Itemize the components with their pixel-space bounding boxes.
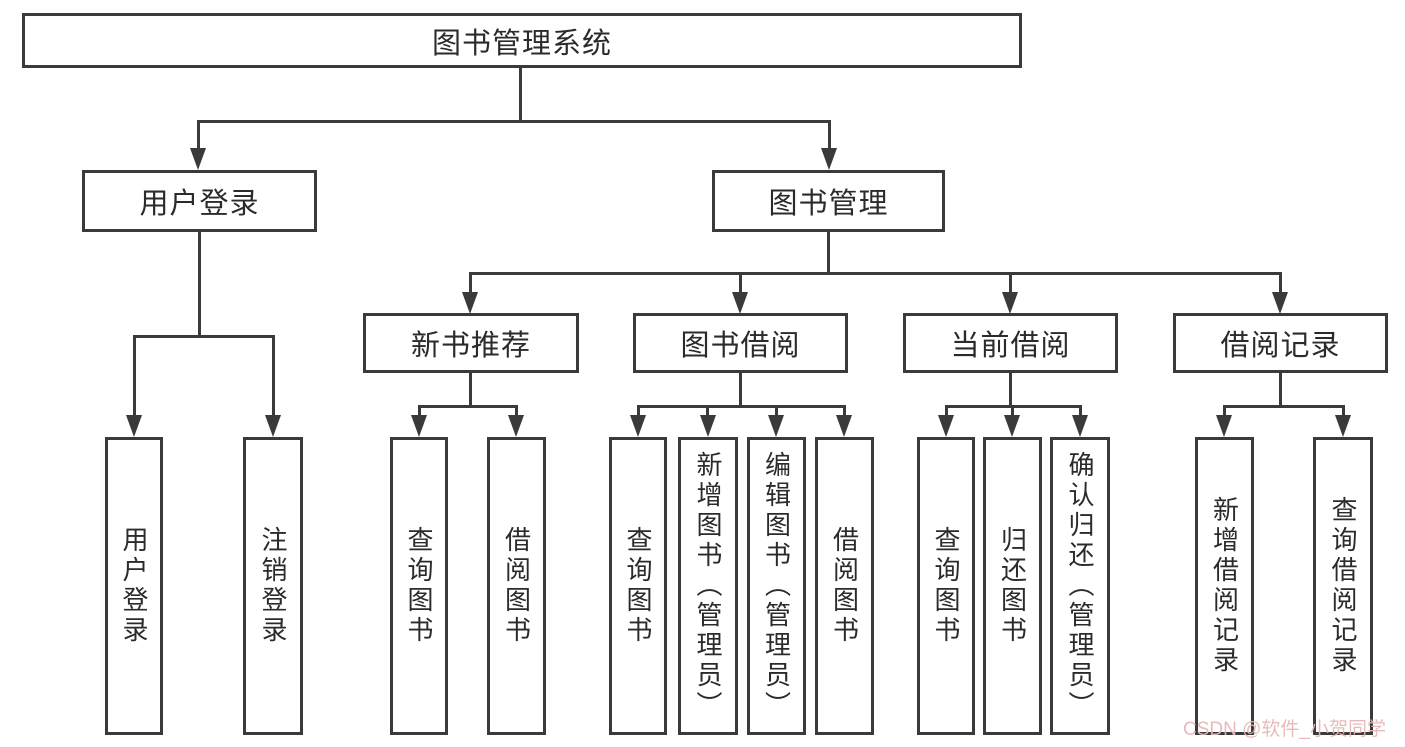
connector-book-management-stem xyxy=(827,232,830,275)
connector-drop xyxy=(1279,272,1282,296)
node-leaf-borrow-add-books-admin: 新增图书（管理员） xyxy=(678,437,738,735)
arrow-down-icon xyxy=(508,415,524,437)
arrow-down-icon xyxy=(700,415,716,437)
node-leaf-current-query-books: 查询图书 xyxy=(917,437,975,735)
connector-drop xyxy=(637,405,640,419)
arrow-down-icon xyxy=(836,415,852,437)
arrow-down-icon xyxy=(1072,415,1088,437)
node-leaf-borrow-edit-books-admin: 编辑图书（管理员） xyxy=(747,437,806,735)
connector-user-login-stem xyxy=(198,232,201,338)
node-leaf-records-query-record: 查询借阅记录 xyxy=(1313,437,1373,735)
connector-root-rail xyxy=(197,120,831,123)
arrow-down-icon xyxy=(1002,292,1018,314)
connector-rail xyxy=(637,405,846,408)
connector-drop xyxy=(1223,405,1226,419)
arrow-down-icon xyxy=(411,415,427,437)
connector-drop xyxy=(133,335,136,417)
arrow-down-icon xyxy=(630,415,646,437)
connector-root-stem xyxy=(519,68,522,123)
connector-drop xyxy=(1011,405,1014,419)
connector-book-management-rail xyxy=(469,272,1282,275)
connector-stem xyxy=(739,373,742,408)
connector-stem xyxy=(469,373,472,408)
connector-drop xyxy=(515,405,518,419)
connector-drop xyxy=(418,405,421,419)
connector-drop xyxy=(945,405,948,419)
node-leaf-borrow-borrow-books: 借阅图书 xyxy=(815,437,874,735)
node-leaf-recommend-query-books: 查询图书 xyxy=(390,437,448,735)
arrow-down-icon xyxy=(126,415,142,437)
connector-stem xyxy=(1279,373,1282,408)
connector-drop xyxy=(469,272,472,296)
arrow-down-icon xyxy=(768,415,784,437)
csdn-watermark: CSDN @软件_小贺同学 xyxy=(1183,719,1386,740)
node-leaf-borrow-query-books: 查询图书 xyxy=(609,437,667,735)
node-leaf-records-add-record: 新增借阅记录 xyxy=(1195,437,1254,735)
connector-drop xyxy=(739,272,742,296)
node-library-management-system: 图书管理系统 xyxy=(22,13,1022,68)
arrow-down-icon xyxy=(1216,415,1232,437)
arrow-down-icon xyxy=(190,148,206,170)
arrow-down-icon xyxy=(1004,415,1020,437)
arrow-down-icon xyxy=(265,415,281,437)
connector-user-login-drop xyxy=(197,120,200,152)
node-book-management: 图书管理 xyxy=(712,170,945,232)
connector-rail xyxy=(418,405,518,408)
connector-drop xyxy=(1342,405,1345,419)
arrow-down-icon xyxy=(462,292,478,314)
node-leaf-recommend-borrow-books: 借阅图书 xyxy=(487,437,546,735)
connector-drop xyxy=(1079,405,1082,419)
node-current-borrowing: 当前借阅 xyxy=(903,313,1118,373)
connector-user-login-rail xyxy=(133,335,275,338)
arrow-down-icon xyxy=(1272,292,1288,314)
connector-rail xyxy=(1223,405,1345,408)
connector-drop xyxy=(775,405,778,419)
node-leaf-current-return-books: 归还图书 xyxy=(983,437,1042,735)
connector-stem xyxy=(1009,373,1012,408)
node-new-book-recommendation: 新书推荐 xyxy=(363,313,579,373)
node-leaf-logout: 注销登录 xyxy=(243,437,303,735)
connector-drop xyxy=(272,335,275,417)
arrow-down-icon xyxy=(732,292,748,314)
node-leaf-user-login: 用户登录 xyxy=(105,437,163,735)
connector-drop xyxy=(706,405,709,419)
node-user-login: 用户登录 xyxy=(82,170,317,232)
arrow-down-icon xyxy=(1335,415,1351,437)
connector-drop xyxy=(1009,272,1012,296)
arrow-down-icon xyxy=(938,415,954,437)
connector-book-management-drop xyxy=(828,120,831,152)
node-book-borrowing: 图书借阅 xyxy=(633,313,848,373)
connector-drop xyxy=(843,405,846,419)
arrow-down-icon xyxy=(821,148,837,170)
node-borrowing-records: 借阅记录 xyxy=(1173,313,1388,373)
node-leaf-current-confirm-return-admin: 确认归还（管理员） xyxy=(1050,437,1110,735)
